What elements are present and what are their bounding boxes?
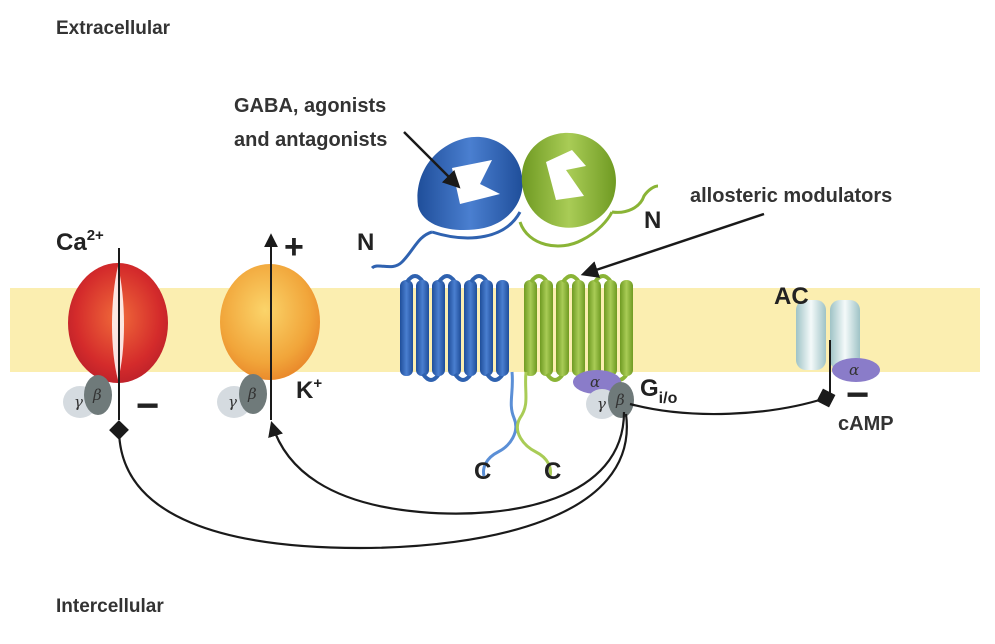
gio-to-ac-inhibition (629, 388, 836, 416)
gabab1-transmembrane-helices (400, 274, 509, 382)
beta-subunit-ca (84, 375, 112, 415)
calcium-channel: γ β (63, 248, 168, 420)
svg-text:γ: γ (74, 393, 83, 411)
ligand-annotation-line2: and antagonists (234, 129, 387, 151)
gabab1-n-label: N (357, 229, 374, 256)
gabab2-helix-6 (604, 280, 617, 376)
gabab1-venus-flytrap-domain (417, 136, 523, 240)
gabab2-helix-1 (524, 280, 537, 376)
ligand-pointer-arrow (403, 131, 461, 189)
svg-text:α: α (849, 361, 859, 379)
gio-to-ca-inhibition (109, 413, 628, 550)
gabab2-transmembrane-helices (524, 274, 633, 382)
ac-label: AC (774, 283, 809, 310)
gabab2-helix-5 (588, 280, 601, 376)
allosteric-annotation: allosteric modulators (690, 185, 892, 207)
potassium-ion-label: K+ (296, 375, 322, 404)
camp-inhibition-sign: − (846, 373, 869, 417)
gabab2-c-label: C (544, 458, 561, 485)
gabab1-helix-5 (464, 280, 477, 376)
gabab1-helix-2 (416, 280, 429, 376)
potassium-activation-sign: + (284, 228, 304, 266)
adenylyl-cyclase: α (796, 300, 880, 398)
gabab2-n-terminal (611, 184, 659, 214)
beta-subunit-gio (608, 382, 634, 418)
gabab2-n-label: N (644, 207, 661, 234)
gabab1-helix-7 (496, 280, 509, 376)
gabab1-n-terminal (370, 230, 433, 270)
gabab2-helix-2 (540, 280, 553, 376)
gabab2-venus-flytrap-domain (518, 132, 617, 248)
beta-subunit-k (239, 374, 267, 414)
gio-label: Gi/o (640, 375, 678, 407)
potassium-channel: γ β (217, 233, 320, 420)
gio-to-k-activation (268, 411, 626, 515)
svg-text:γ: γ (228, 393, 237, 411)
svg-text:β: β (92, 386, 102, 404)
svg-text:β: β (615, 391, 625, 409)
gabab1-helix-3 (432, 280, 445, 376)
svg-text:α: α (590, 373, 600, 391)
svg-text:β: β (247, 385, 257, 403)
extracellular-label: Extracellular (56, 18, 171, 39)
alpha-subunit-ac (832, 358, 880, 382)
gabab2-helix-3 (556, 280, 569, 376)
ligand-annotation-line1: GABA, agonists (234, 95, 386, 117)
allosteric-pointer-arrow (580, 212, 765, 278)
gabab1-helix-4 (448, 280, 461, 376)
gabab1-helix-1 (400, 280, 413, 376)
alpha-subunit-gio (573, 370, 621, 394)
calcium-ion-label: Ca2+ (56, 227, 104, 256)
gabab1-c-terminal (482, 371, 518, 477)
intercellular-label: Intercellular (56, 596, 164, 617)
gabab2-c-terminal (515, 371, 552, 477)
gabab1-helix-6 (480, 280, 493, 376)
gabab2-helix-7 (620, 280, 633, 376)
calcium-inhibition-sign: − (136, 384, 159, 428)
gabab1-c-label: C (474, 458, 491, 485)
gio-protein: α γ β (573, 370, 634, 419)
camp-label: cAMP (838, 413, 894, 435)
svg-text:γ: γ (597, 395, 606, 413)
gabab2-helix-4 (572, 280, 585, 376)
